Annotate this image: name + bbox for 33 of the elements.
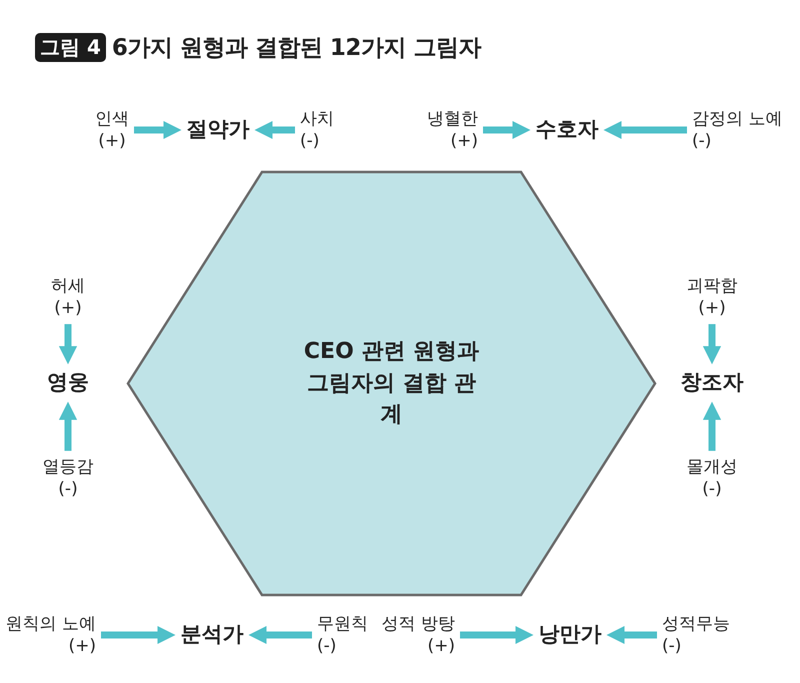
archetype-label: 절약가 [186, 116, 250, 144]
arrow [58, 402, 78, 451]
arrow [58, 324, 78, 364]
shadow-label: 무원칙 (-) [317, 612, 368, 658]
arrow [134, 120, 182, 140]
arrow [604, 120, 687, 140]
shadow-label: 원칙의 노예 (+) [6, 612, 96, 658]
shadow-label: 인색 (+) [95, 108, 129, 152]
arrow [248, 626, 312, 644]
center-text: CEO 관련 원형과 그림자의 결합 관계 [302, 338, 480, 430]
diagram-title: 6가지 원형과 결합된 12가지 그림자 [112, 34, 481, 63]
archetype-label: 수호자 [536, 116, 598, 144]
arrow [254, 120, 295, 140]
arrow [483, 120, 530, 140]
arrow [606, 626, 657, 644]
shadow-label: 성적 방탕 (+) [382, 612, 455, 658]
shadow-label: 몰개성 (-) [686, 456, 738, 500]
arrow [702, 324, 722, 364]
archetype-label: 영웅 [47, 369, 89, 396]
shadow-label: 사치 (-) [300, 108, 334, 152]
figure-badge: 그림 4 [35, 33, 106, 62]
shadow-label: 열등감 (-) [42, 456, 94, 500]
shadow-label: 허세 (+) [51, 274, 85, 320]
archetype-label: 분석가 [180, 621, 244, 648]
shadow-label: 냉혈한 (+) [427, 108, 478, 152]
arrow [101, 626, 176, 644]
arrow [702, 402, 722, 451]
arrow [460, 626, 534, 644]
archetype-label: 창조자 [680, 369, 744, 396]
shadow-label: 성적무능 (-) [662, 612, 730, 658]
archetype-label: 낭만가 [538, 621, 602, 648]
shadow-label: 감정의 노예 (-) [692, 108, 782, 152]
shadow-label: 괴팍함 (+) [686, 274, 738, 320]
